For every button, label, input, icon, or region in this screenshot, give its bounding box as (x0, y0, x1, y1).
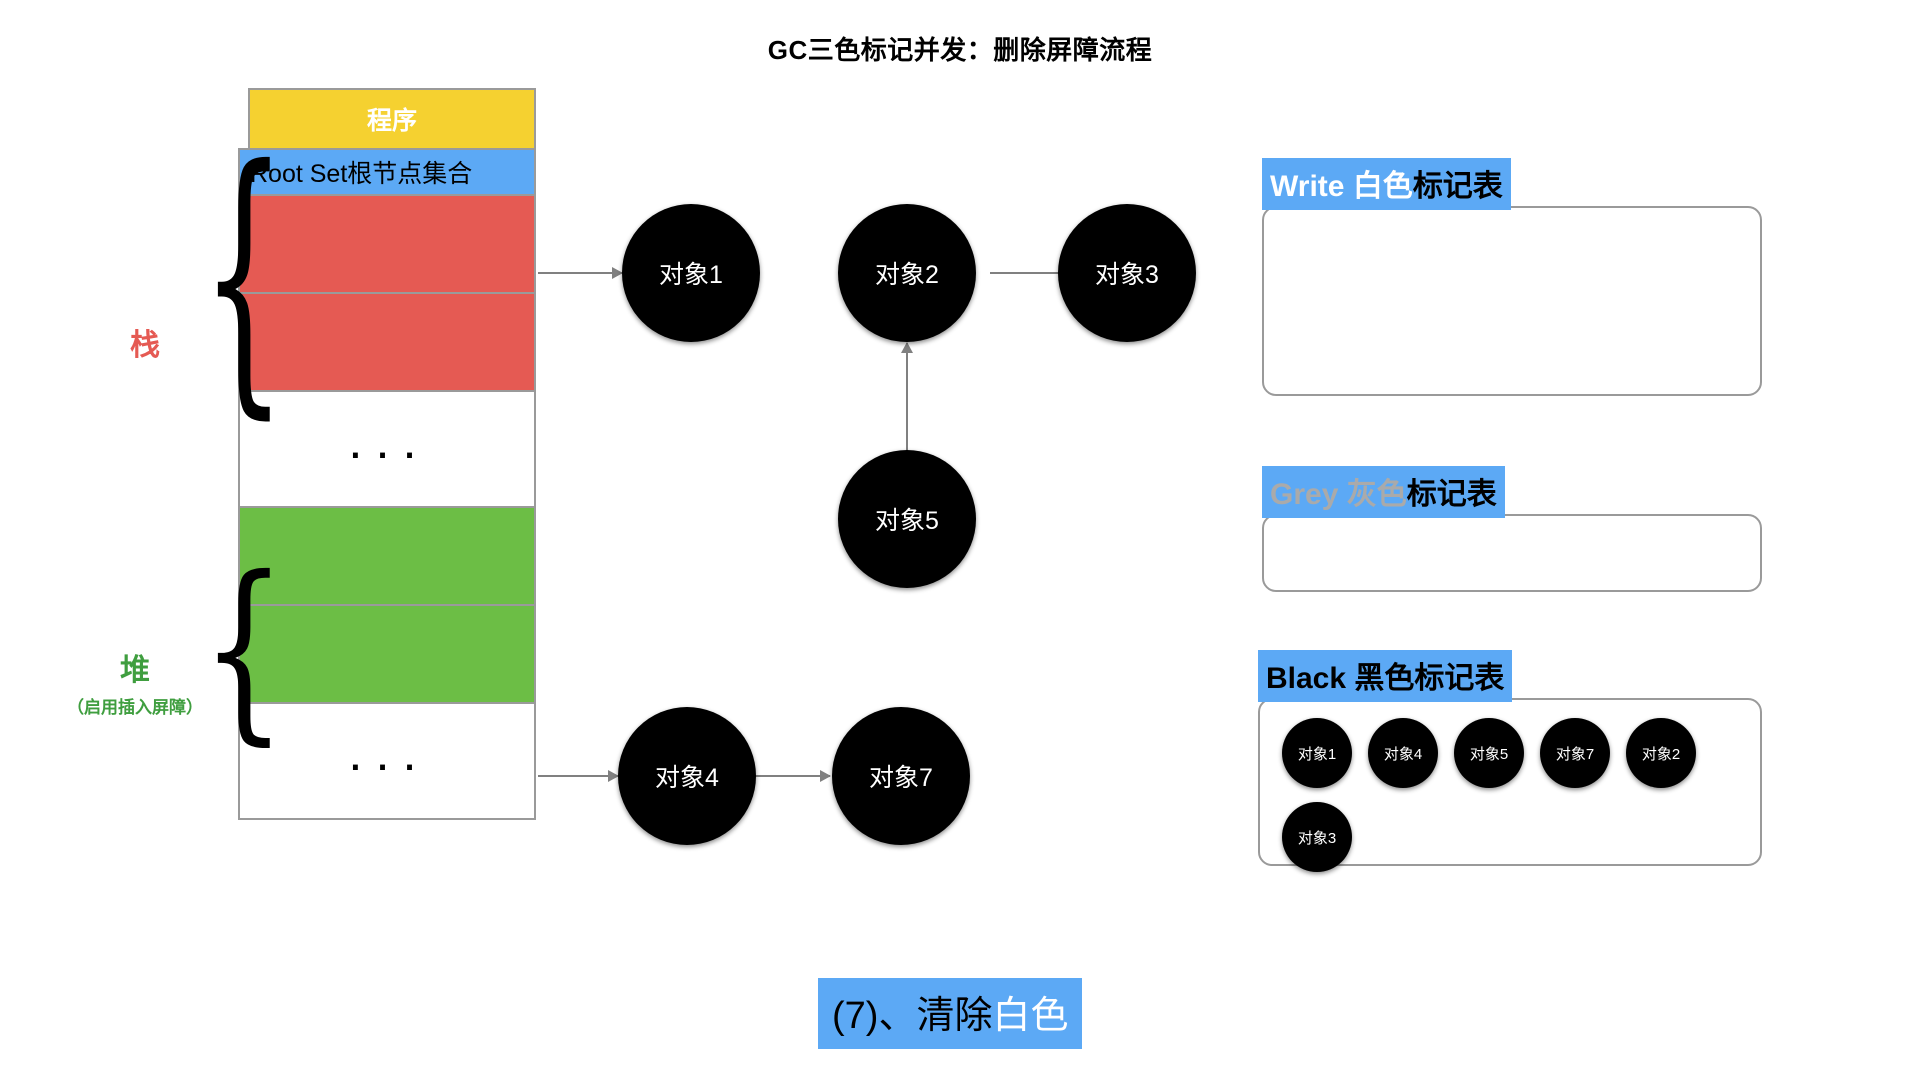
white-mark-table-box[interactable] (1262, 206, 1762, 396)
step-caption-prefix: (7)、清除 (832, 995, 993, 1037)
grey-table-header-en: Grey (1270, 478, 1339, 511)
white-table-header-color: 白色 (1352, 170, 1413, 203)
arrow-stack-to-object1 (538, 267, 623, 279)
black-chip-label: 对象7 (1555, 745, 1595, 763)
memory-cell-gap-2: ... (238, 702, 536, 820)
black-mark-table-header: Black 黑色标记表 (1258, 650, 1513, 702)
page-title: GC三色标记并发：删除屏障流程 (767, 35, 1153, 65)
stack-label: 栈 (130, 329, 160, 362)
black-table-row-2: 对象3 (1260, 802, 1760, 872)
object-node-label: 对象5 (875, 507, 939, 535)
memory-column: 程序 Root Set根节点集合 ... ... (238, 88, 536, 820)
ellipsis-label: ... (346, 743, 428, 778)
heap-label: 堆 （启用插入屏障） (50, 645, 220, 718)
grey-mark-table-box[interactable] (1262, 514, 1762, 592)
grey-table-header-color: 灰色 (1346, 478, 1407, 511)
root-set-label: Root Set根节点集合 (250, 160, 473, 188)
object-node-label: 对象2 (875, 261, 939, 289)
black-chip-object4[interactable]: 对象4 (1368, 718, 1438, 788)
object-node-5[interactable]: 对象5 (838, 450, 976, 588)
black-mark-table-box[interactable]: 对象1 对象4 对象5 对象7 对象2 对象3 (1258, 698, 1762, 872)
black-chip-object7[interactable]: 对象7 (1540, 718, 1610, 788)
black-table-header-suffix: 标记表 (1414, 662, 1505, 695)
program-label: 程序 (366, 107, 417, 135)
black-mark-table: Black 黑色标记表 对象1 对象4 对象5 对象7 对象2 (1258, 650, 1762, 872)
black-chip-label: 对象2 (1641, 745, 1681, 763)
object-node-2[interactable]: 对象2 (838, 204, 976, 342)
black-chip-object1[interactable]: 对象1 (1282, 718, 1352, 788)
object-node-label: 对象3 (1095, 261, 1159, 289)
arrow-object4-to-object7 (752, 770, 831, 782)
step-caption-highlight: 白色 (992, 995, 1069, 1037)
arrow-object5-to-object2 (901, 342, 913, 489)
memory-cell-stack-1 (238, 194, 536, 294)
memory-cell-program: 程序 (248, 88, 536, 150)
grey-table-header-suffix: 标记表 (1406, 478, 1497, 511)
memory-cell-gap-1: ... (238, 390, 536, 508)
heap-brace-icon: { (201, 535, 287, 763)
black-chip-object3[interactable]: 对象3 (1282, 802, 1352, 872)
black-table-row-1: 对象1 对象4 对象5 对象7 对象2 (1260, 718, 1760, 788)
black-table-header-en: Black (1266, 662, 1347, 695)
arrow-heap-to-object4 (538, 770, 619, 782)
object-node-3[interactable]: 对象3 (1058, 204, 1196, 342)
white-mark-table: Write 白色标记表 (1262, 158, 1762, 396)
object-node-label: 对象4 (655, 764, 719, 792)
object-node-label: 对象1 (659, 261, 723, 289)
black-chip-object5[interactable]: 对象5 (1454, 718, 1524, 788)
object-node-4[interactable]: 对象4 (618, 707, 756, 845)
object-node-label: 对象7 (869, 764, 933, 792)
white-table-header-en: Write (1270, 170, 1345, 203)
heap-label-main: 堆 (120, 654, 150, 687)
grey-mark-table-header: Grey 灰色标记表 (1262, 466, 1505, 518)
heap-label-sub: （启用插入屏障） (67, 698, 203, 717)
ellipsis-label: ... (346, 431, 428, 466)
object-node-1[interactable]: 对象1 (622, 204, 760, 342)
black-chip-label: 对象1 (1297, 745, 1337, 763)
stack-brace-icon: { (201, 109, 287, 443)
grey-mark-table: Grey 灰色标记表 (1262, 466, 1762, 592)
black-chip-label: 对象3 (1297, 829, 1337, 847)
memory-cell-heap-1 (238, 506, 536, 606)
black-chip-label: 对象4 (1383, 745, 1423, 763)
black-table-header-color: 黑色 (1354, 662, 1415, 695)
step-caption: (7)、清除白色 (818, 978, 1083, 1049)
white-table-header-suffix: 标记表 (1412, 170, 1503, 203)
black-chip-object2[interactable]: 对象2 (1626, 718, 1696, 788)
object-node-7[interactable]: 对象7 (832, 707, 970, 845)
black-chip-label: 对象5 (1469, 745, 1509, 763)
white-mark-table-header: Write 白色标记表 (1262, 158, 1511, 210)
